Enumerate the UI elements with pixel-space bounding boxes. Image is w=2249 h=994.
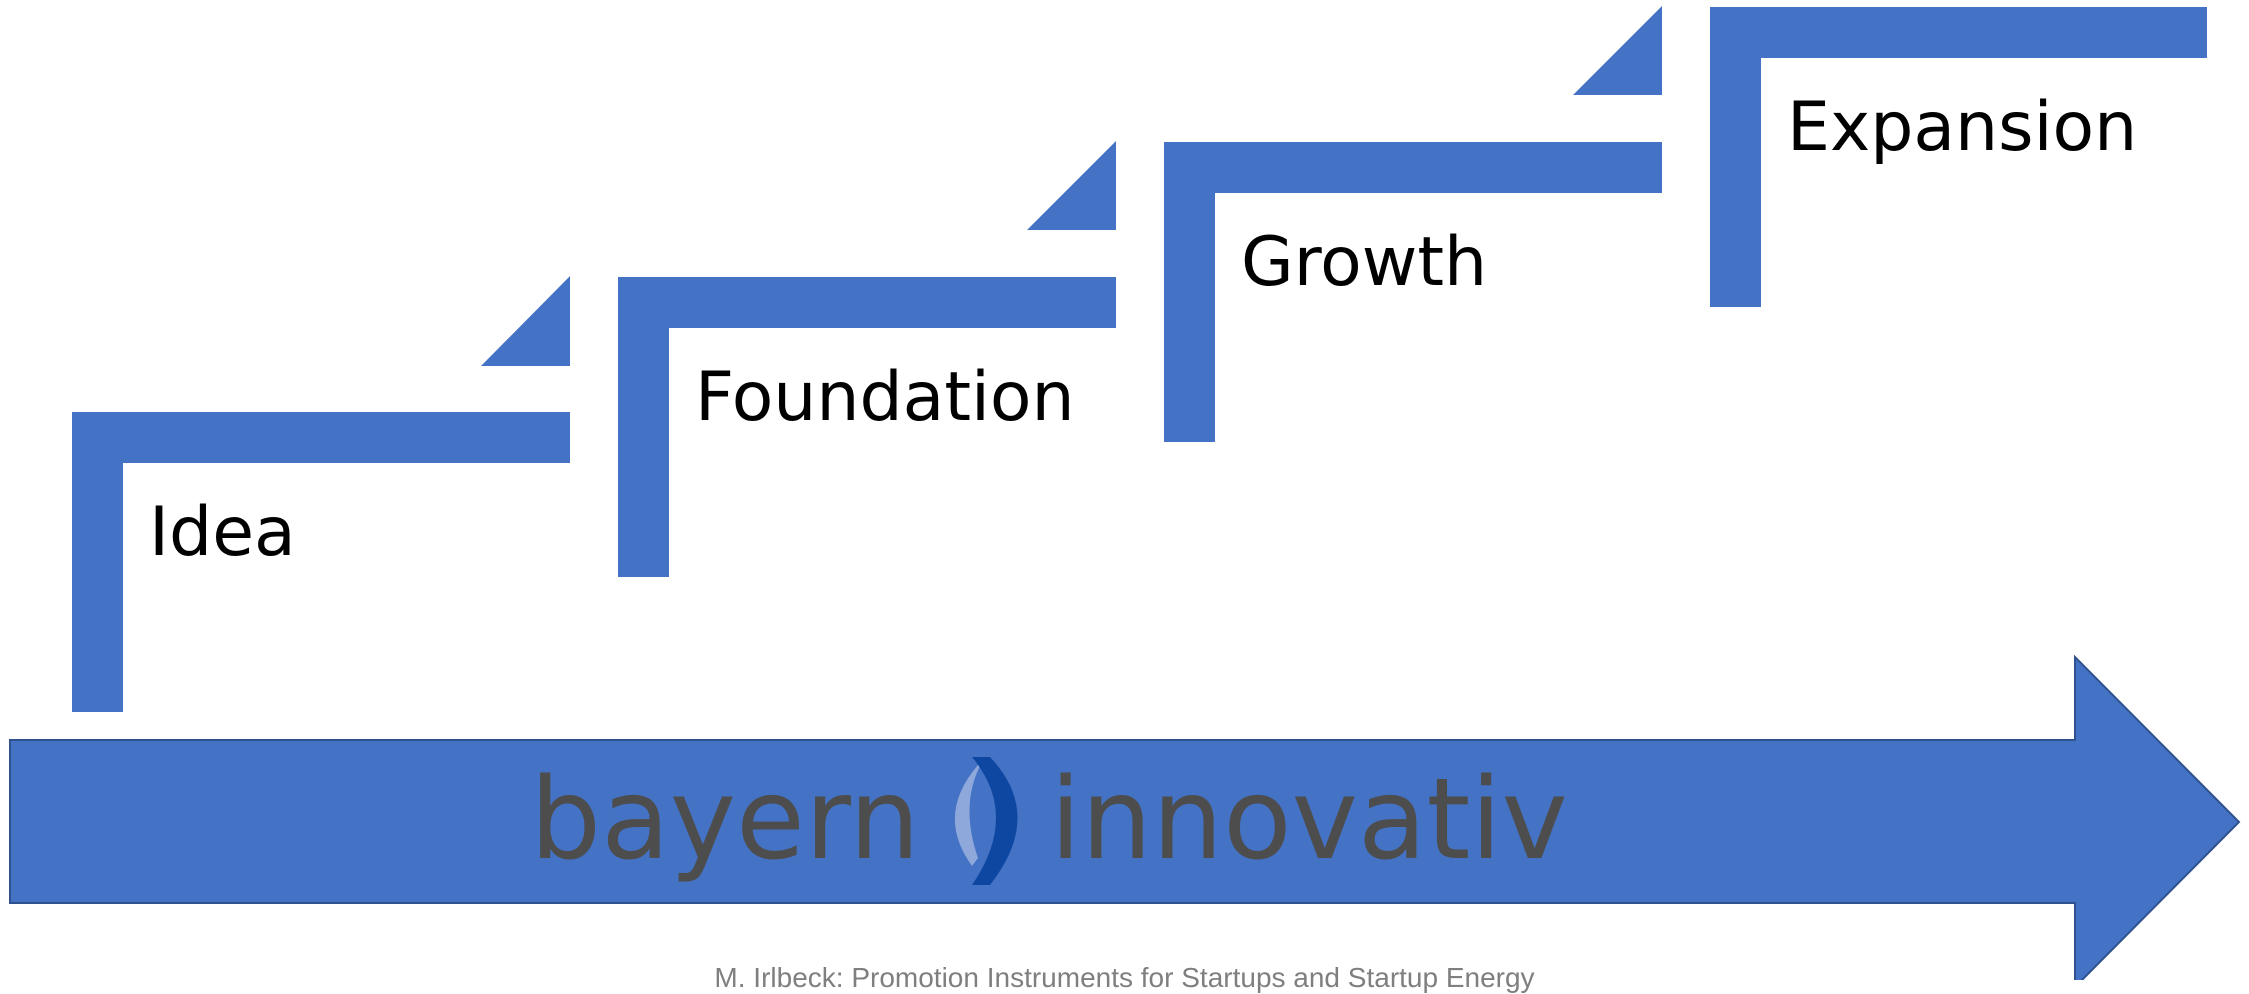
stage-idea: Idea: [72, 276, 570, 712]
logo-chevron-dark-icon: [972, 757, 1018, 885]
logo-word-bayern: bayern: [530, 755, 920, 885]
footer-caption: M. Irlbeck: Promotion Instruments for St…: [714, 962, 1535, 993]
bayern-innovativ-logo: bayern innovativ: [530, 755, 1568, 885]
stage-foundation: Foundation: [618, 141, 1116, 577]
stage-corner-triangle: [1573, 6, 1662, 95]
stage-expansion: Expansion: [1710, 7, 2207, 307]
stage-corner-triangle: [481, 276, 570, 366]
stage-label: Growth: [1241, 223, 1487, 302]
stage-label: Expansion: [1787, 88, 2137, 167]
stage-bracket: [618, 277, 1116, 577]
stage-bracket: [1164, 142, 1662, 442]
stage-label: Idea: [149, 493, 296, 572]
logo-chevron-light-icon: [954, 757, 985, 866]
stage-corner-triangle: [1027, 141, 1116, 230]
timeline-arrow: [9, 654, 2241, 980]
stage-growth: Growth: [1164, 6, 1662, 442]
stage-bracket: [72, 412, 570, 712]
stage-bracket: [1710, 7, 2207, 307]
logo-word-innovativ: innovativ: [1050, 755, 1568, 885]
stage-label: Foundation: [695, 358, 1075, 437]
